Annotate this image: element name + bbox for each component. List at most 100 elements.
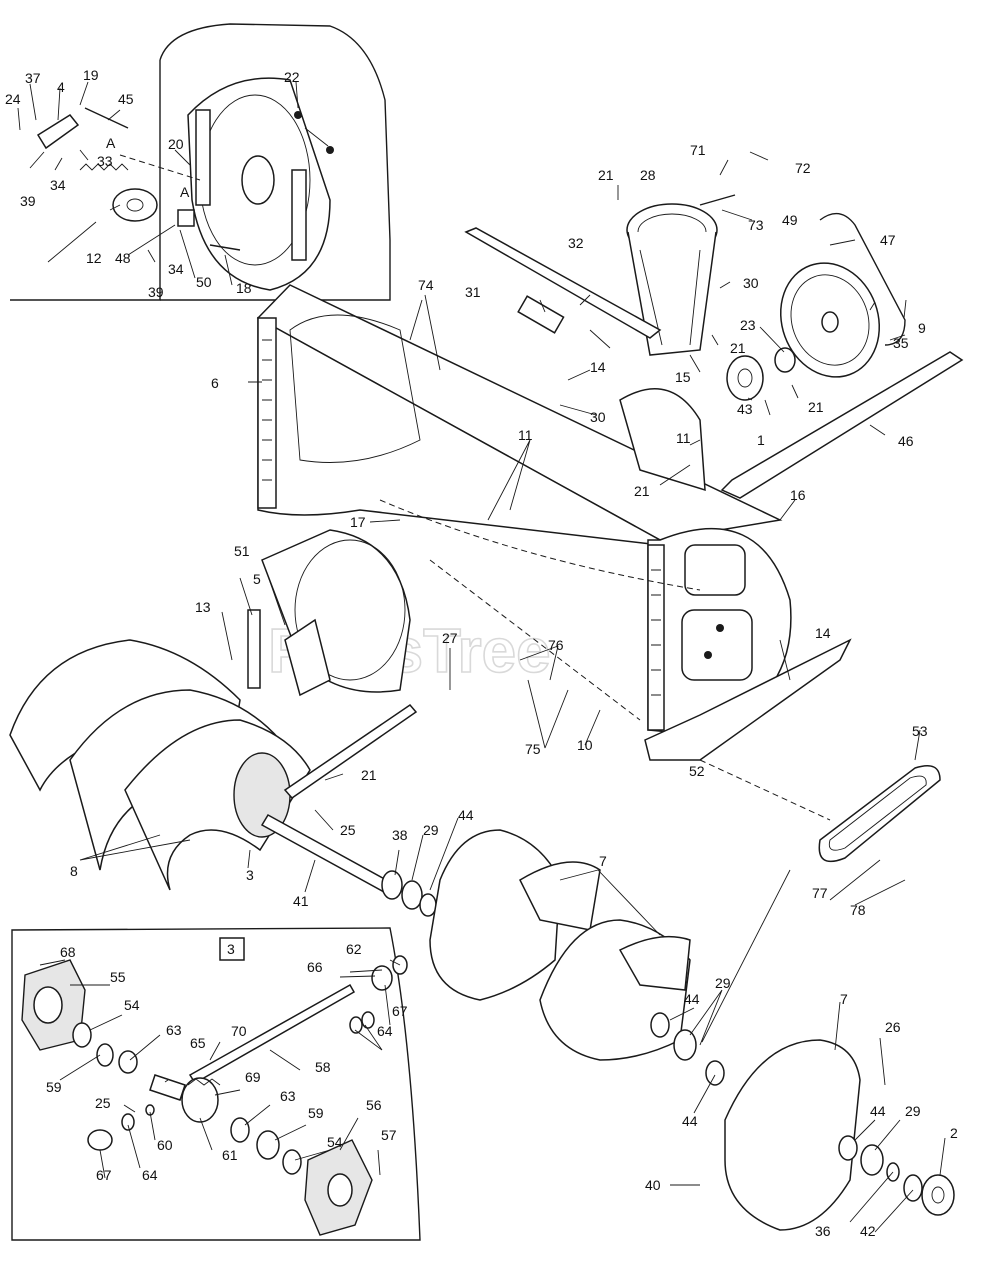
callout-21c: 21	[808, 399, 824, 415]
callout-29c: 29	[905, 1103, 921, 1119]
callout-53: 53	[912, 723, 928, 739]
shaft-bracket-31	[517, 295, 565, 334]
callout-25a: 25	[340, 822, 356, 838]
callout-71: 71	[690, 142, 706, 158]
callout-67a: 67	[392, 1003, 408, 1019]
impeller-blade	[284, 618, 331, 697]
lower-dash	[429, 559, 641, 721]
gearbox-detail-label: 3	[227, 941, 235, 957]
skid-outer	[818, 765, 941, 863]
callout-30a: 30	[743, 275, 759, 291]
callout-66: 66	[307, 959, 323, 975]
callout-8: 8	[70, 863, 78, 879]
callout-70: 70	[231, 1023, 247, 1039]
callout-44d: 44	[870, 1103, 886, 1119]
callout-10: 10	[577, 737, 593, 753]
bearing-housing-2	[921, 1174, 955, 1216]
leader-lines	[17, 81, 946, 1233]
washer-64a	[121, 1113, 135, 1131]
shave-plate-dash	[699, 759, 831, 821]
callout-46: 46	[898, 433, 914, 449]
seal-54b	[282, 1149, 302, 1175]
right-auger-flight-3	[724, 1039, 861, 1231]
bushing-65	[149, 1074, 186, 1101]
callout-61: 61	[222, 1147, 238, 1163]
detail-letter-a-lower: A	[180, 184, 190, 200]
bearing-flange-43	[726, 355, 764, 401]
callout-39b: 39	[148, 284, 164, 300]
gearbox-detail-label-box	[219, 937, 245, 961]
callout-29b: 29	[715, 975, 731, 991]
callout-49: 49	[782, 212, 798, 228]
callout-60: 60	[157, 1137, 173, 1153]
washer-64c	[361, 1011, 375, 1029]
callout-32: 32	[568, 235, 584, 251]
callout-69: 69	[245, 1069, 261, 1085]
pulley-hub-23	[774, 347, 796, 373]
callout-54a: 54	[124, 997, 140, 1013]
callout-40: 40	[645, 1177, 661, 1193]
housing-left-inner	[289, 314, 421, 463]
thrust-washer-59a	[96, 1043, 114, 1067]
bushing-67b	[371, 965, 393, 991]
callout-6: 6	[211, 375, 219, 391]
callout-21b: 21	[730, 340, 746, 356]
bushing-44c	[705, 1060, 725, 1086]
callout-12: 12	[86, 250, 102, 266]
callout-leaders	[17, 81, 946, 1233]
callout-75: 75	[525, 741, 541, 757]
bushing-44a	[419, 893, 437, 917]
callout-33: 33	[97, 153, 113, 169]
callout-14a: 14	[590, 359, 606, 375]
callout-34b: 34	[168, 261, 184, 277]
callout-22: 22	[284, 69, 300, 85]
callout-51: 51	[234, 543, 250, 559]
bushing-44b	[650, 1012, 670, 1038]
chute-body	[627, 231, 717, 356]
bushing-29a	[401, 880, 423, 910]
callout-41: 41	[293, 893, 309, 909]
callout-4: 4	[57, 79, 65, 95]
callout-31: 31	[465, 284, 481, 300]
housing-front-face	[257, 316, 661, 546]
callout-2: 2	[950, 1125, 958, 1141]
impeller	[247, 529, 411, 697]
callout-74: 74	[418, 277, 434, 293]
housing-back-outline	[159, 23, 391, 241]
spacer-38	[381, 870, 403, 900]
washer-64b	[349, 1016, 363, 1034]
callout-47: 47	[880, 232, 896, 248]
o-ring-63b	[230, 1117, 250, 1143]
callout-5: 5	[253, 571, 261, 587]
auger-shaft-41	[260, 813, 392, 894]
callout-39a: 39	[20, 193, 36, 209]
detail-letter-a-upper: A	[106, 135, 116, 151]
back-plate-bracket-right	[291, 169, 307, 261]
bushing-67a	[87, 1129, 113, 1151]
worm-thread-69	[187, 1078, 221, 1086]
callout-28: 28	[640, 167, 656, 183]
callout-55: 55	[110, 969, 126, 985]
callout-26: 26	[885, 1019, 901, 1035]
worm-gear-61	[181, 1077, 219, 1123]
callout-20: 20	[168, 136, 184, 152]
top-left-inset	[10, 23, 391, 301]
bearing-flange-hole	[737, 368, 753, 388]
seal-54a	[72, 1022, 92, 1048]
gearbox-detail-frame	[11, 927, 421, 1241]
callout-57: 57	[381, 1127, 397, 1143]
callout-52: 52	[689, 763, 705, 779]
callout-73: 73	[748, 217, 764, 233]
impeller-ring	[294, 539, 406, 681]
back-plate-bracket-left	[195, 109, 211, 206]
callout-9: 9	[918, 320, 926, 336]
bushing-29c	[860, 1144, 884, 1176]
callout-11a: 11	[518, 427, 533, 443]
callout-72: 72	[795, 160, 811, 176]
idler-pulley-hub	[126, 198, 144, 212]
housing-right-flange	[647, 544, 665, 731]
callout-16: 16	[790, 487, 806, 503]
side-bolt-b	[704, 651, 712, 659]
idler-pulley	[112, 188, 158, 222]
